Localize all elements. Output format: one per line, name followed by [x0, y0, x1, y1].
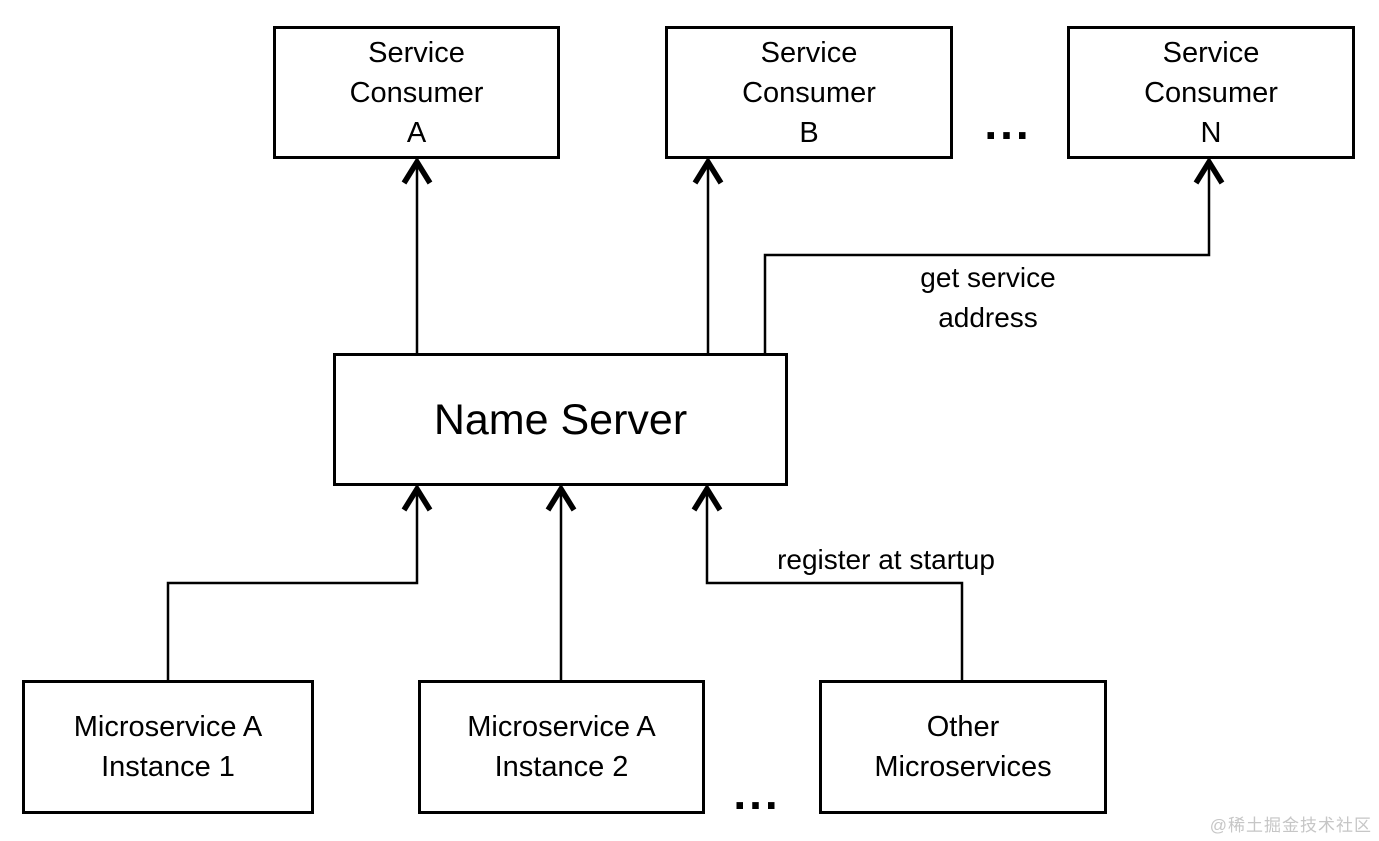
node-label: Service Consumer B [742, 36, 876, 149]
node-label: Other Microservices [874, 711, 1052, 783]
node-service-consumer-n: Service Consumer N [1067, 26, 1355, 159]
node-microservice-a-instance-2: Microservice A Instance 2 [418, 680, 705, 814]
arrowhead-up-icon [692, 156, 724, 185]
watermark-text: @稀土掘金技术社区 [1209, 816, 1372, 835]
edge-nameserver-to-consumer-b [692, 156, 724, 353]
node-label: Microservice A Instance 2 [467, 711, 656, 783]
edge-line [763, 161, 1211, 353]
arrowhead-up-icon [401, 483, 433, 512]
edge-label-get-service-address: get service address [920, 262, 1056, 333]
arrowhead-up-icon [401, 156, 433, 185]
node-label: Microservice A Instance 1 [73, 711, 263, 783]
edge-line [705, 489, 964, 680]
node-service-consumer-a: Service Consumer A [273, 26, 560, 159]
arrowhead-up-icon [1193, 156, 1225, 185]
edge-othermicroservices-to-nameserver [691, 483, 964, 680]
edge-nameserver-to-consumer-a [401, 156, 433, 353]
node-label: Service Consumer N [1144, 36, 1278, 149]
node-name-server: Name Server [333, 353, 788, 486]
edge-instance1-to-nameserver [166, 483, 433, 680]
arrowhead-up-icon [545, 483, 577, 512]
node-other-microservices: Other Microservices [819, 680, 1107, 814]
edge-line [166, 489, 419, 680]
edge-label-register-at-startup: register at startup [777, 544, 995, 575]
arrowhead-up-icon [691, 483, 723, 512]
node-label: Service Consumer A [349, 36, 484, 149]
ellipsis-more-microservices: ... [733, 767, 781, 819]
node-service-consumer-b: Service Consumer B [665, 26, 953, 159]
edge-nameserver-to-consumer-n [763, 156, 1225, 353]
node-microservice-a-instance-1: Microservice A Instance 1 [22, 680, 314, 814]
edge-instance2-to-nameserver [545, 483, 577, 680]
node-label: Name Server [433, 395, 688, 444]
ellipsis-more-consumers: ... [984, 97, 1032, 149]
